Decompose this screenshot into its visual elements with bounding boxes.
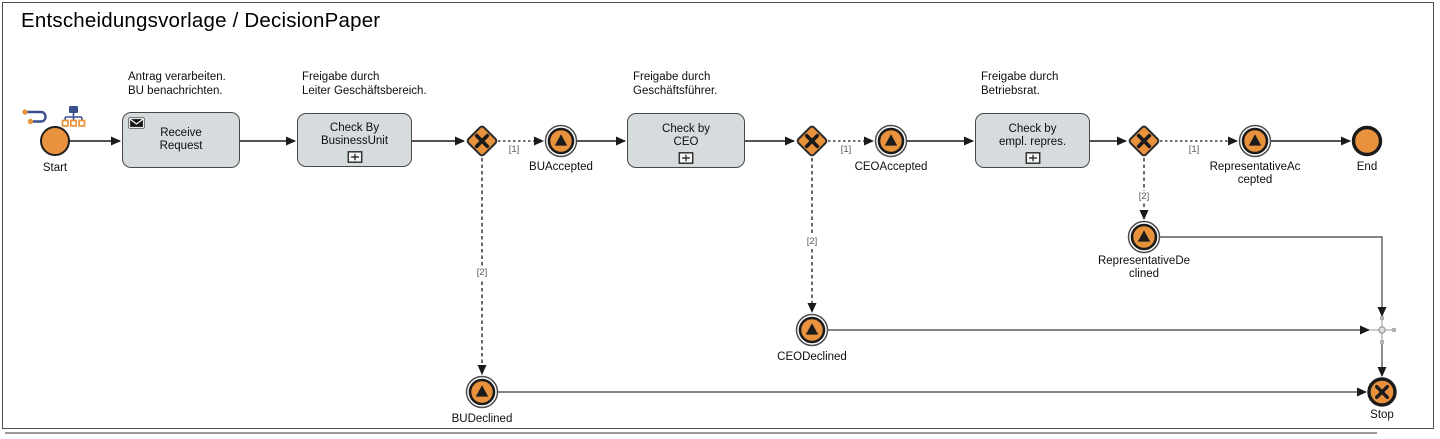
merge-handle-top — [1380, 316, 1384, 320]
task-label: Check By BusinessUnit — [320, 122, 389, 147]
flow-label-decline-1: [2] — [472, 267, 492, 279]
merge-point — [1378, 326, 1386, 334]
event-rep-accepted[interactable] — [1238, 124, 1272, 158]
start-event[interactable] — [40, 126, 70, 156]
signal-triangle-icon — [554, 134, 568, 146]
signal-triangle-icon — [884, 134, 898, 146]
annotation-check-rep: Freigabe durch Betriebsrat. — [981, 71, 1059, 97]
message-icon — [128, 117, 145, 129]
bu-declined-label: BUDeclined — [451, 413, 513, 425]
task-receive-request[interactable]: Receive Request — [122, 112, 240, 168]
end-event-circle — [1351, 125, 1383, 157]
xor-x-icon — [804, 133, 820, 149]
flow-label-accept-2: [1] — [836, 144, 856, 156]
annotation-check-ceo: Freigabe durch Geschäftsführer. — [633, 71, 718, 97]
task-label: Check by empl. repres. — [998, 122, 1067, 148]
event-ceo-declined[interactable] — [795, 313, 829, 347]
annotation-check-bu: Freigabe durch Leiter Geschäftsbereich. — [302, 71, 427, 97]
start-event-label: Start — [42, 162, 68, 174]
task-check-by-businessunit[interactable]: Check By BusinessUnit — [297, 113, 412, 167]
event-bu-declined[interactable] — [465, 375, 499, 409]
task-check-by-ceo[interactable]: Check by CEO — [627, 113, 745, 168]
ceo-accepted-label: CEOAccepted — [854, 161, 928, 173]
signal-triangle-icon — [1248, 134, 1262, 146]
task-label: Check by CEO — [662, 122, 710, 148]
org-chart-icon — [61, 106, 86, 127]
subprocess-plus-icon — [347, 151, 362, 163]
xor-x-icon — [474, 133, 490, 149]
diagram-title: Entscheidungsvorlage / DecisionPaper — [21, 9, 381, 32]
subprocess-plus-icon — [678, 152, 694, 164]
task-label: Receive Request — [159, 127, 203, 152]
task-check-by-empl-repres[interactable]: Check by empl. repres. — [975, 113, 1090, 168]
flow-label-decline-3: [2] — [1134, 191, 1154, 203]
diagram-canvas-shadow — [5, 432, 1377, 434]
signal-triangle-icon — [475, 385, 489, 397]
merge-handle-bottom — [1380, 340, 1384, 344]
diagram-canvas-border — [2, 2, 1434, 429]
ceo-declined-label: CEODeclined — [777, 351, 847, 363]
start-event-circle — [40, 126, 70, 156]
event-rep-declined[interactable] — [1127, 220, 1161, 254]
flow-repdeclined-to-merge — [1160, 236, 1387, 317]
rep-declined-label: RepresentativeDe clined — [1097, 255, 1191, 280]
gateway-ceo[interactable] — [796, 125, 828, 157]
stop-event-label: Stop — [1370, 409, 1394, 421]
signal-triangle-icon — [805, 323, 819, 335]
stop-event[interactable] — [1367, 377, 1397, 407]
start-decorator-icons — [22, 106, 86, 127]
process-path-icon — [22, 109, 47, 125]
bu-accepted-label: BUAccepted — [529, 161, 593, 173]
decline-links — [477, 158, 1149, 375]
flow-label-decline-2: [2] — [802, 236, 822, 248]
gateway-bu[interactable] — [466, 125, 498, 157]
subprocess-plus-icon — [1025, 152, 1040, 164]
signal-triangle-icon — [1137, 230, 1151, 242]
rep-accepted-label: RepresentativeAc cepted — [1209, 161, 1301, 186]
event-bu-accepted[interactable] — [544, 124, 578, 158]
flow-label-accept-3: [1] — [1184, 144, 1204, 156]
collector-flows — [498, 236, 1387, 397]
gateway-rep[interactable] — [1128, 125, 1160, 157]
merge-junction — [1370, 316, 1396, 344]
merge-handle-right — [1392, 328, 1396, 332]
xor-x-icon — [1136, 133, 1152, 149]
terminate-x-icon — [1375, 385, 1389, 399]
flow-label-accept-1: [1] — [504, 144, 524, 156]
annotation-receive-request: Antrag verarbeiten. BU benachrichten. — [128, 71, 226, 97]
end-event[interactable] — [1351, 125, 1383, 157]
end-event-label: End — [1356, 161, 1378, 173]
event-ceo-accepted[interactable] — [874, 124, 908, 158]
